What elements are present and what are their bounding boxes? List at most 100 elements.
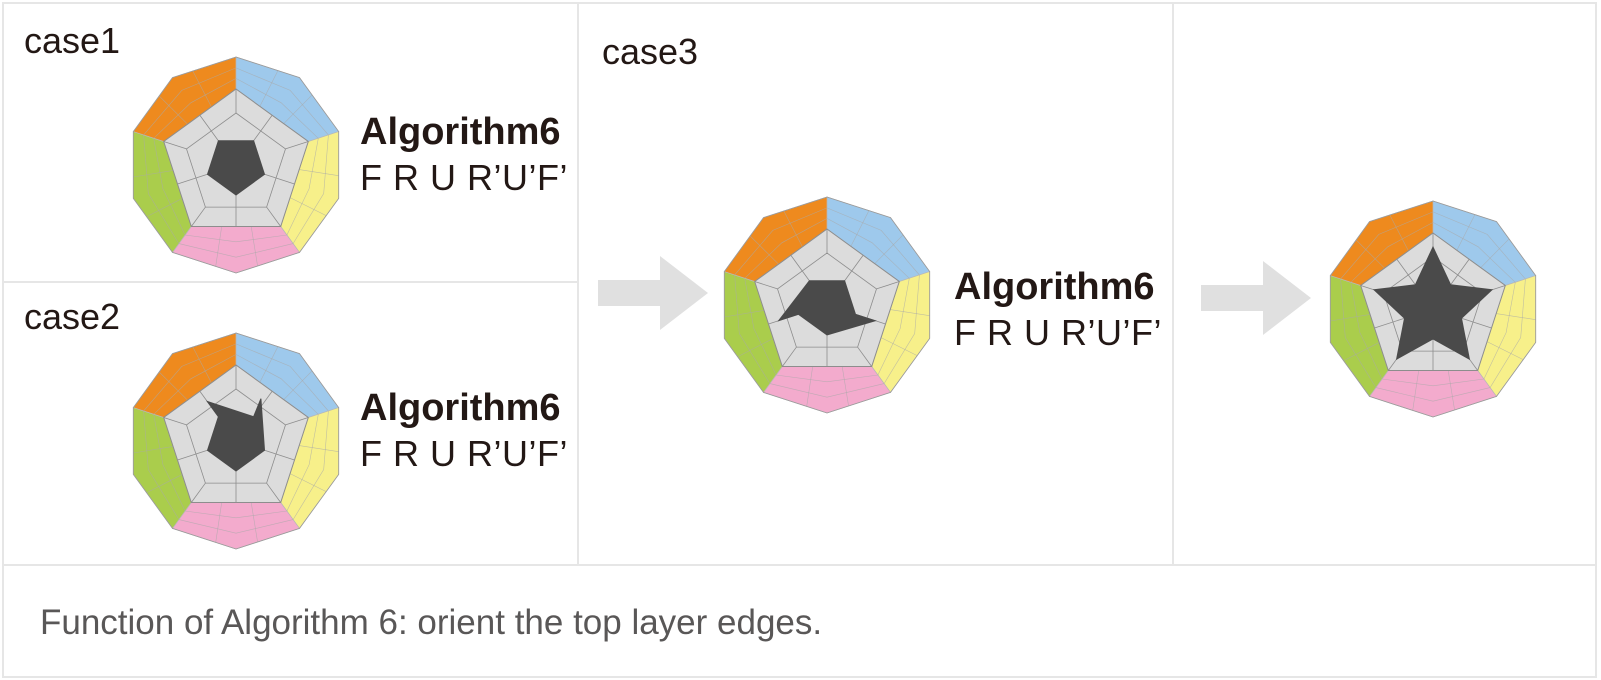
side-grid-line [153, 138, 186, 236]
side-grid-line [283, 94, 313, 124]
top-grid-line [199, 115, 219, 141]
case1-algorithm-title: Algorithm6 [360, 111, 561, 153]
side-grid-line [776, 374, 878, 383]
side-grid-line [744, 278, 777, 376]
arrow-shape [1201, 261, 1311, 335]
top-grid-line [1374, 317, 1405, 329]
top-grid-line [790, 255, 810, 281]
side-grid-line [133, 170, 174, 178]
oriented-pieces [777, 280, 877, 336]
side-grid-line [153, 414, 186, 512]
side-grid-line [1330, 314, 1371, 322]
side-grid-line [769, 383, 885, 398]
top-grid-line [844, 255, 864, 281]
side-grid-line [292, 134, 329, 244]
side-face-pink [1368, 370, 1498, 418]
side-grid-line [783, 210, 803, 247]
side-grid-line [737, 338, 774, 358]
side-grid-line [299, 169, 339, 176]
oriented-pieces [206, 140, 266, 196]
side-grid-line [235, 343, 329, 412]
top-grid-line [266, 482, 281, 503]
side-grid-line [178, 243, 294, 258]
case3-algorithm-title: Algorithm6 [954, 266, 1155, 308]
top-grid-line [754, 281, 778, 290]
side-grid-line [133, 446, 174, 454]
oriented-pieces [205, 398, 266, 472]
side-grid-line [192, 70, 212, 107]
side-grid-line [143, 134, 180, 244]
side-grid-line [724, 310, 765, 318]
side-grid-line [185, 234, 287, 243]
top-grid-line [191, 206, 206, 227]
top-grid-line [264, 449, 295, 461]
side-grid-line [158, 371, 188, 401]
top-grid-line [163, 417, 187, 426]
side-grid-line [1480, 238, 1510, 268]
side-grid-line [185, 510, 287, 519]
side-grid-line [734, 207, 828, 276]
side-grid-line [1340, 211, 1434, 280]
side-grid-line [826, 207, 920, 276]
side-grid-line [1447, 370, 1455, 411]
side-grid-line [1412, 370, 1420, 411]
side-grid-line [1483, 282, 1516, 380]
side-grid-line [250, 502, 258, 543]
right-arrow-icon-2 [1201, 261, 1311, 335]
top-grid-line [191, 482, 206, 503]
side-grid-line [1486, 341, 1524, 360]
side-grid-line [178, 519, 294, 534]
side-grid-line [286, 414, 319, 512]
side-grid-line [806, 366, 814, 407]
oriented-pieces [1372, 245, 1494, 361]
top-grid-line [285, 417, 309, 426]
arrow-shape [598, 256, 708, 330]
side-grid-line [215, 226, 223, 267]
top-grid-line [266, 206, 281, 227]
side-grid-line [1375, 387, 1491, 402]
side-grid-line [744, 218, 828, 279]
side-grid-line [146, 198, 183, 218]
divider-vertical-1 [577, 2, 579, 566]
side-grid-line [299, 445, 339, 452]
side-grid-line [877, 278, 910, 376]
side-grid-line [153, 78, 237, 139]
side-grid-line [146, 474, 183, 494]
side-grid-line [1355, 239, 1385, 269]
megaminx-outline [723, 196, 931, 414]
side-grid-line [1350, 222, 1434, 283]
side-grid-line [880, 337, 918, 356]
case2-label: case2 [24, 296, 121, 337]
side-grid-line [890, 309, 930, 316]
side-grid-line [286, 138, 319, 236]
side-grid-line [883, 274, 920, 384]
megaminx-outline [1329, 200, 1537, 418]
case2-algorithm-title: Algorithm6 [360, 387, 561, 429]
megaminx-outline [132, 56, 340, 274]
case1-algorithm-moves: F R U R’U’F’ [360, 157, 568, 198]
side-grid-line [1350, 282, 1383, 380]
side-grid-line [1432, 222, 1516, 283]
side-grid-line [158, 95, 188, 125]
top-grid-line [782, 346, 797, 367]
megaminx-outline [132, 332, 340, 550]
right-arrow-icon [598, 256, 708, 330]
side-grid-line [826, 218, 910, 279]
top-grid-line [264, 173, 295, 185]
side-grid-line [215, 502, 223, 543]
top-grid-line [1450, 259, 1470, 285]
side-grid-line [841, 366, 849, 407]
side-grid-line [1432, 211, 1526, 280]
side-grid-line [250, 226, 258, 267]
top-grid-line [857, 346, 872, 367]
divider-horizontal-case [2, 281, 579, 283]
top-grid-line [163, 141, 187, 150]
case3-label: case3 [602, 31, 699, 72]
top-grid-line [253, 115, 273, 141]
side-grid-line [289, 473, 327, 492]
